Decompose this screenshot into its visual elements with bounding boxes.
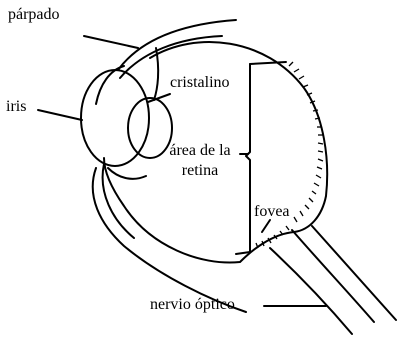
eyelid-leader <box>84 36 138 48</box>
retina-boundary <box>250 62 286 64</box>
optic-nerve-upper <box>292 230 374 322</box>
retina-area-label-line2: retina <box>160 162 240 180</box>
retina-area-label-line1: área de la <box>160 142 240 160</box>
fovea-leader <box>262 220 270 232</box>
optic-nerve-lower <box>270 248 352 334</box>
fovea-label: fovea <box>254 203 290 221</box>
iris-leader <box>38 110 82 120</box>
optic-nerve-label: nervio óptico <box>150 296 235 314</box>
eyelid-label: párpado <box>8 6 60 24</box>
iris-label: iris <box>6 98 26 116</box>
iris-shape <box>81 70 149 166</box>
lower-ciliary <box>108 168 146 179</box>
cornea <box>96 66 124 104</box>
lens-label: cristalino <box>170 74 230 92</box>
lower-eyelid-outer <box>93 168 246 312</box>
